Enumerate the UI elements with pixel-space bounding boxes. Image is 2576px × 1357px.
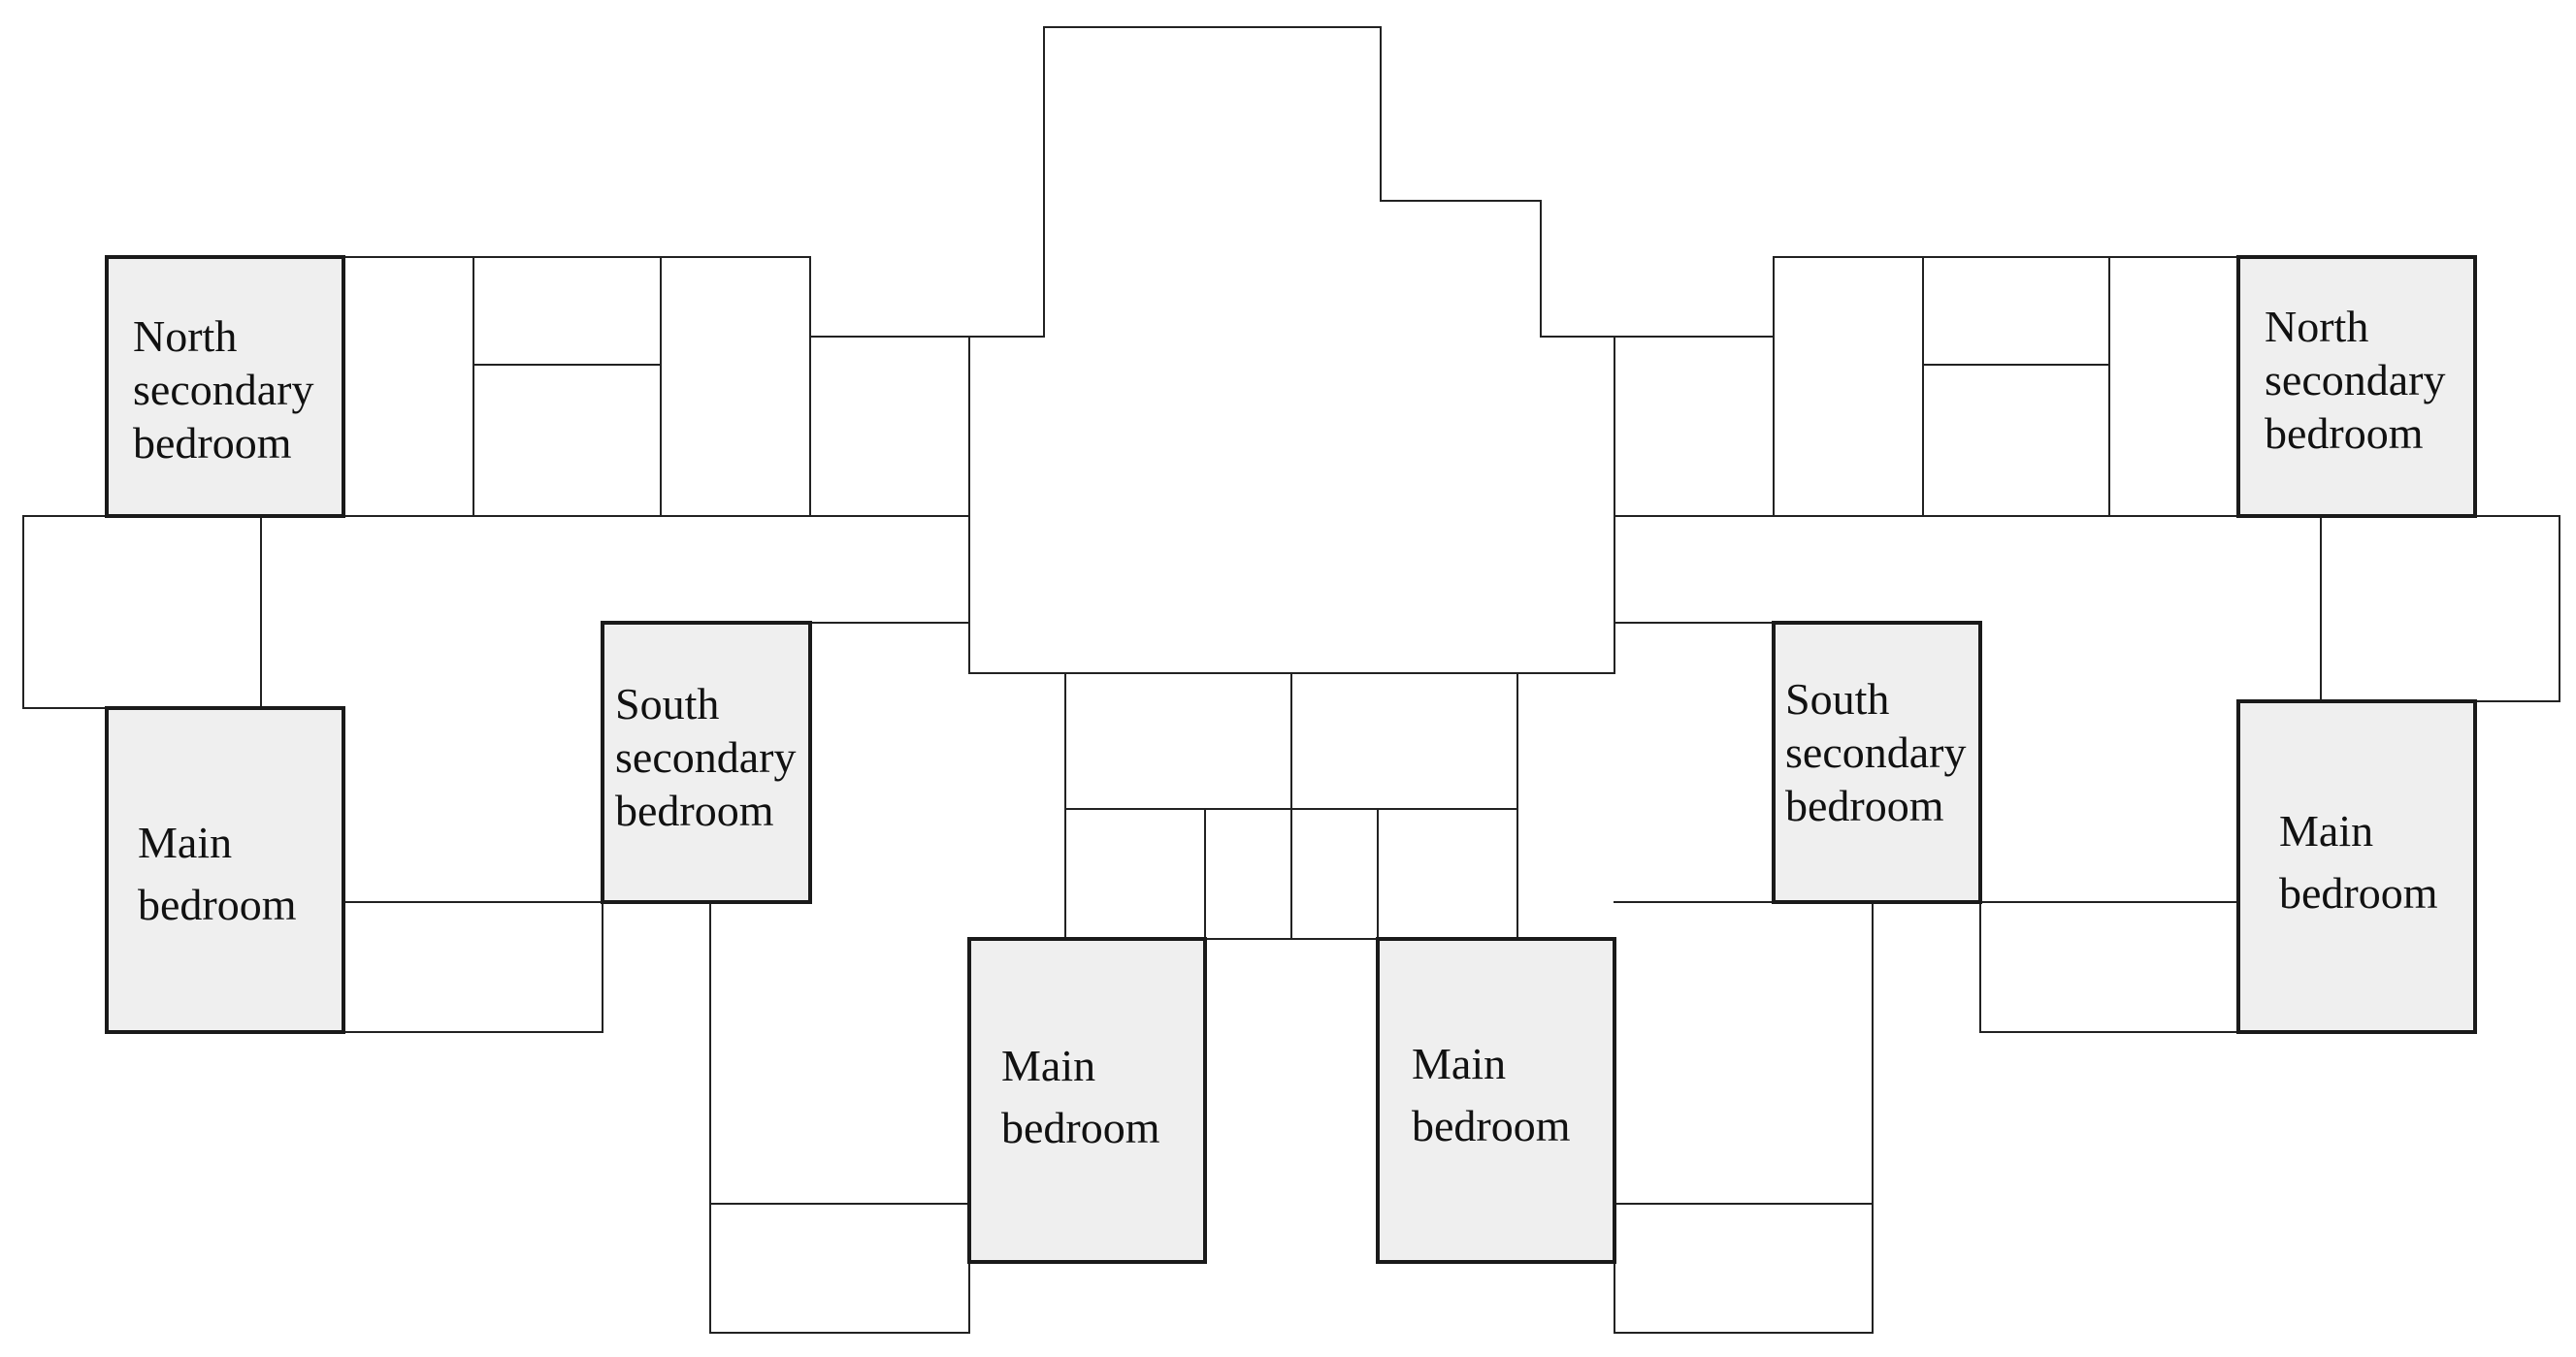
- left-balcony: [22, 515, 108, 709]
- room-label: South secondary bedroom: [1785, 674, 1977, 830]
- room-box: [105, 706, 345, 1034]
- label-line: South: [1785, 674, 1889, 724]
- label-line: Main: [1001, 1041, 1095, 1090]
- main-bedroom-far-left: Main bedroom: [105, 706, 345, 1034]
- label-line: secondary: [615, 732, 796, 782]
- label-line: secondary: [2265, 355, 2445, 404]
- label-line: Main: [2279, 806, 2373, 856]
- label-line: North: [2265, 302, 2368, 351]
- central-hall-outline: [968, 26, 1615, 338]
- label-line: North: [133, 311, 237, 361]
- bedrooms: North secondary bedroom Main bedroom Sou…: [105, 255, 2477, 1264]
- wall-lines: [22, 26, 2560, 1334]
- main-bedroom-far-right: Main bedroom: [2236, 699, 2477, 1034]
- label-line: secondary: [133, 365, 313, 414]
- room-box: [1772, 621, 1982, 904]
- label-line: bedroom: [615, 786, 774, 835]
- main-bedroom-center-left: Main bedroom: [967, 937, 1207, 1264]
- right-top-step: [1614, 256, 1775, 338]
- north-secondary-bedroom-right: North secondary bedroom: [2236, 255, 2477, 518]
- label-line: bedroom: [1785, 781, 1944, 830]
- left-top-step: [809, 256, 970, 338]
- label-line: bedroom: [133, 418, 292, 468]
- label-line: secondary: [1785, 727, 1966, 777]
- room-label: North secondary bedroom: [133, 311, 325, 468]
- room-label: Main bedroom: [1001, 1041, 1160, 1152]
- room-label: South secondary bedroom: [615, 679, 807, 835]
- south-secondary-bedroom-right: South secondary bedroom: [1772, 621, 1982, 904]
- room-box: [1376, 937, 1616, 1264]
- label-line: Main: [138, 818, 232, 867]
- label-line: Main: [1412, 1039, 1506, 1088]
- room-label: Main bedroom: [1412, 1039, 1571, 1150]
- label-line: bedroom: [138, 880, 297, 929]
- room-box: [2236, 255, 2477, 518]
- left-lower-room: [342, 901, 603, 1033]
- room-label: Main bedroom: [2279, 806, 2438, 918]
- right-lower-room: [1979, 901, 2239, 1033]
- room-box: [105, 255, 345, 518]
- label-line: bedroom: [1001, 1103, 1160, 1152]
- south-secondary-bedroom-left: South secondary bedroom: [601, 621, 812, 904]
- north-secondary-bedroom-left: North secondary bedroom: [105, 255, 345, 518]
- room-box: [967, 937, 1207, 1264]
- right-lower-bottom: [1614, 1261, 1874, 1334]
- room-box: [2236, 699, 2477, 1034]
- room-label: Main bedroom: [138, 818, 297, 929]
- label-line: South: [615, 679, 719, 728]
- right-balcony: [2474, 515, 2560, 702]
- room-label: North secondary bedroom: [2265, 302, 2457, 458]
- main-bedroom-center-right: Main bedroom: [1376, 937, 1616, 1264]
- left-lower-bottom: [709, 1261, 970, 1334]
- label-line: bedroom: [1412, 1101, 1571, 1150]
- label-line: bedroom: [2279, 868, 2438, 918]
- label-line: bedroom: [2265, 408, 2424, 458]
- room-box: [601, 621, 812, 904]
